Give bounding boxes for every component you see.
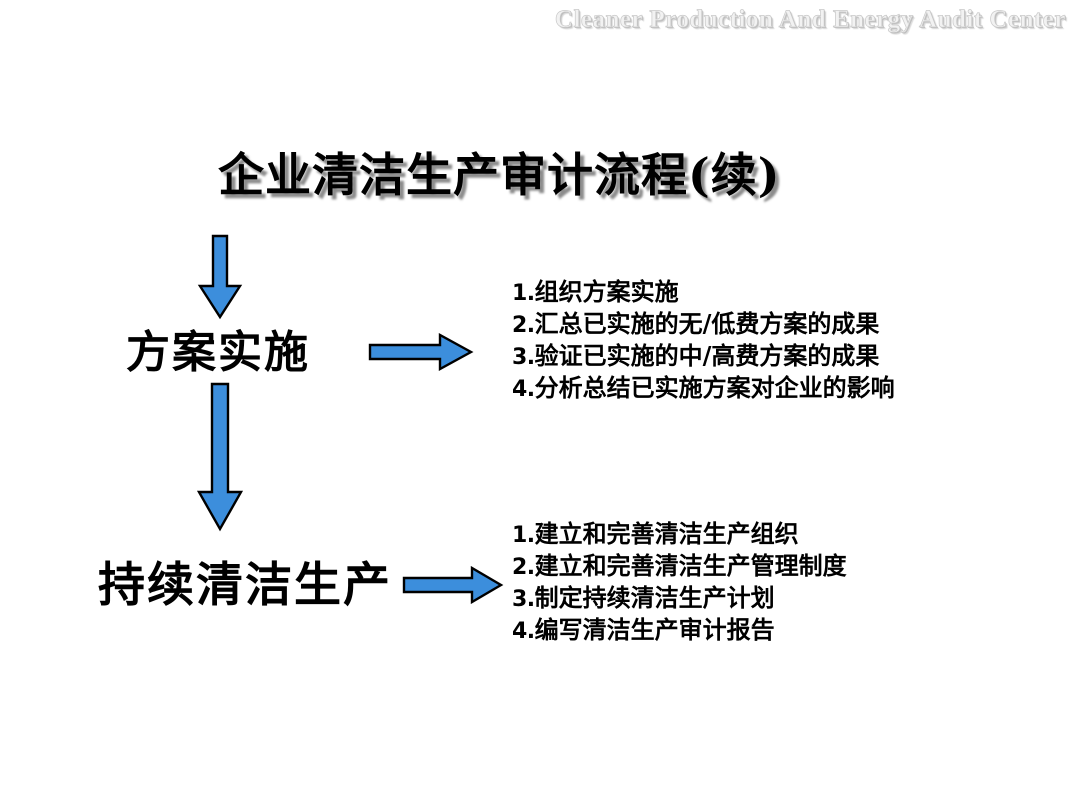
arrow-down-icon-stage-2 bbox=[196, 382, 244, 532]
stage-label-implementation: 方案实施 bbox=[126, 327, 310, 378]
step-text: 建立和完善清洁生产组织 bbox=[534, 519, 799, 548]
list-item: 3.制定持续清洁生产计划 bbox=[512, 582, 847, 614]
step-text: 汇总已实施的无/低费方案的成果 bbox=[534, 309, 880, 338]
step-text: 建立和完善清洁生产管理制度 bbox=[534, 551, 847, 580]
arrow-down-icon-stage-1 bbox=[197, 234, 243, 320]
list-item: 1.建立和完善清洁生产组织 bbox=[512, 518, 847, 550]
step-text: 分析总结已实施方案对企业的影响 bbox=[534, 373, 895, 402]
arrow-right-icon-stage-1 bbox=[368, 333, 474, 371]
step-number: 4. bbox=[512, 377, 535, 402]
step-text: 编写清洁生产审计报告 bbox=[534, 615, 775, 644]
list-item: 1.组织方案实施 bbox=[512, 276, 895, 308]
step-number: 1. bbox=[512, 523, 535, 548]
step-list-stage-2: 1.建立和完善清洁生产组织 2.建立和完善清洁生产管理制度 3.制定持续清洁生产… bbox=[512, 518, 847, 646]
organization-title: Cleaner Production And Energy Audit Cent… bbox=[554, 6, 1066, 34]
step-number: 2. bbox=[512, 555, 535, 580]
header-band: Cleaner Production And Energy Audit Cent… bbox=[0, 0, 1080, 42]
list-item: 4.编写清洁生产审计报告 bbox=[512, 614, 847, 646]
list-item: 2.汇总已实施的无/低费方案的成果 bbox=[512, 308, 895, 340]
step-number: 2. bbox=[512, 313, 535, 338]
step-number: 1. bbox=[512, 281, 535, 306]
list-item: 2.建立和完善清洁生产管理制度 bbox=[512, 550, 847, 582]
slide-title: 企业清洁生产审计流程(续) bbox=[218, 148, 781, 202]
step-list-stage-1: 1.组织方案实施 2.汇总已实施的无/低费方案的成果 3.验证已实施的中/高费方… bbox=[512, 276, 895, 404]
list-item: 3.验证已实施的中/高费方案的成果 bbox=[512, 340, 895, 372]
list-item: 4.分析总结已实施方案对企业的影响 bbox=[512, 372, 895, 404]
step-text: 制定持续清洁生产计划 bbox=[534, 583, 775, 612]
step-number: 3. bbox=[512, 587, 535, 612]
stage-label-continuous-production: 持续清洁生产 bbox=[98, 558, 392, 613]
step-number: 3. bbox=[512, 345, 535, 370]
arrow-right-icon-stage-2 bbox=[402, 566, 504, 604]
step-number: 4. bbox=[512, 619, 535, 644]
step-text: 验证已实施的中/高费方案的成果 bbox=[534, 341, 880, 370]
step-text: 组织方案实施 bbox=[534, 277, 679, 306]
